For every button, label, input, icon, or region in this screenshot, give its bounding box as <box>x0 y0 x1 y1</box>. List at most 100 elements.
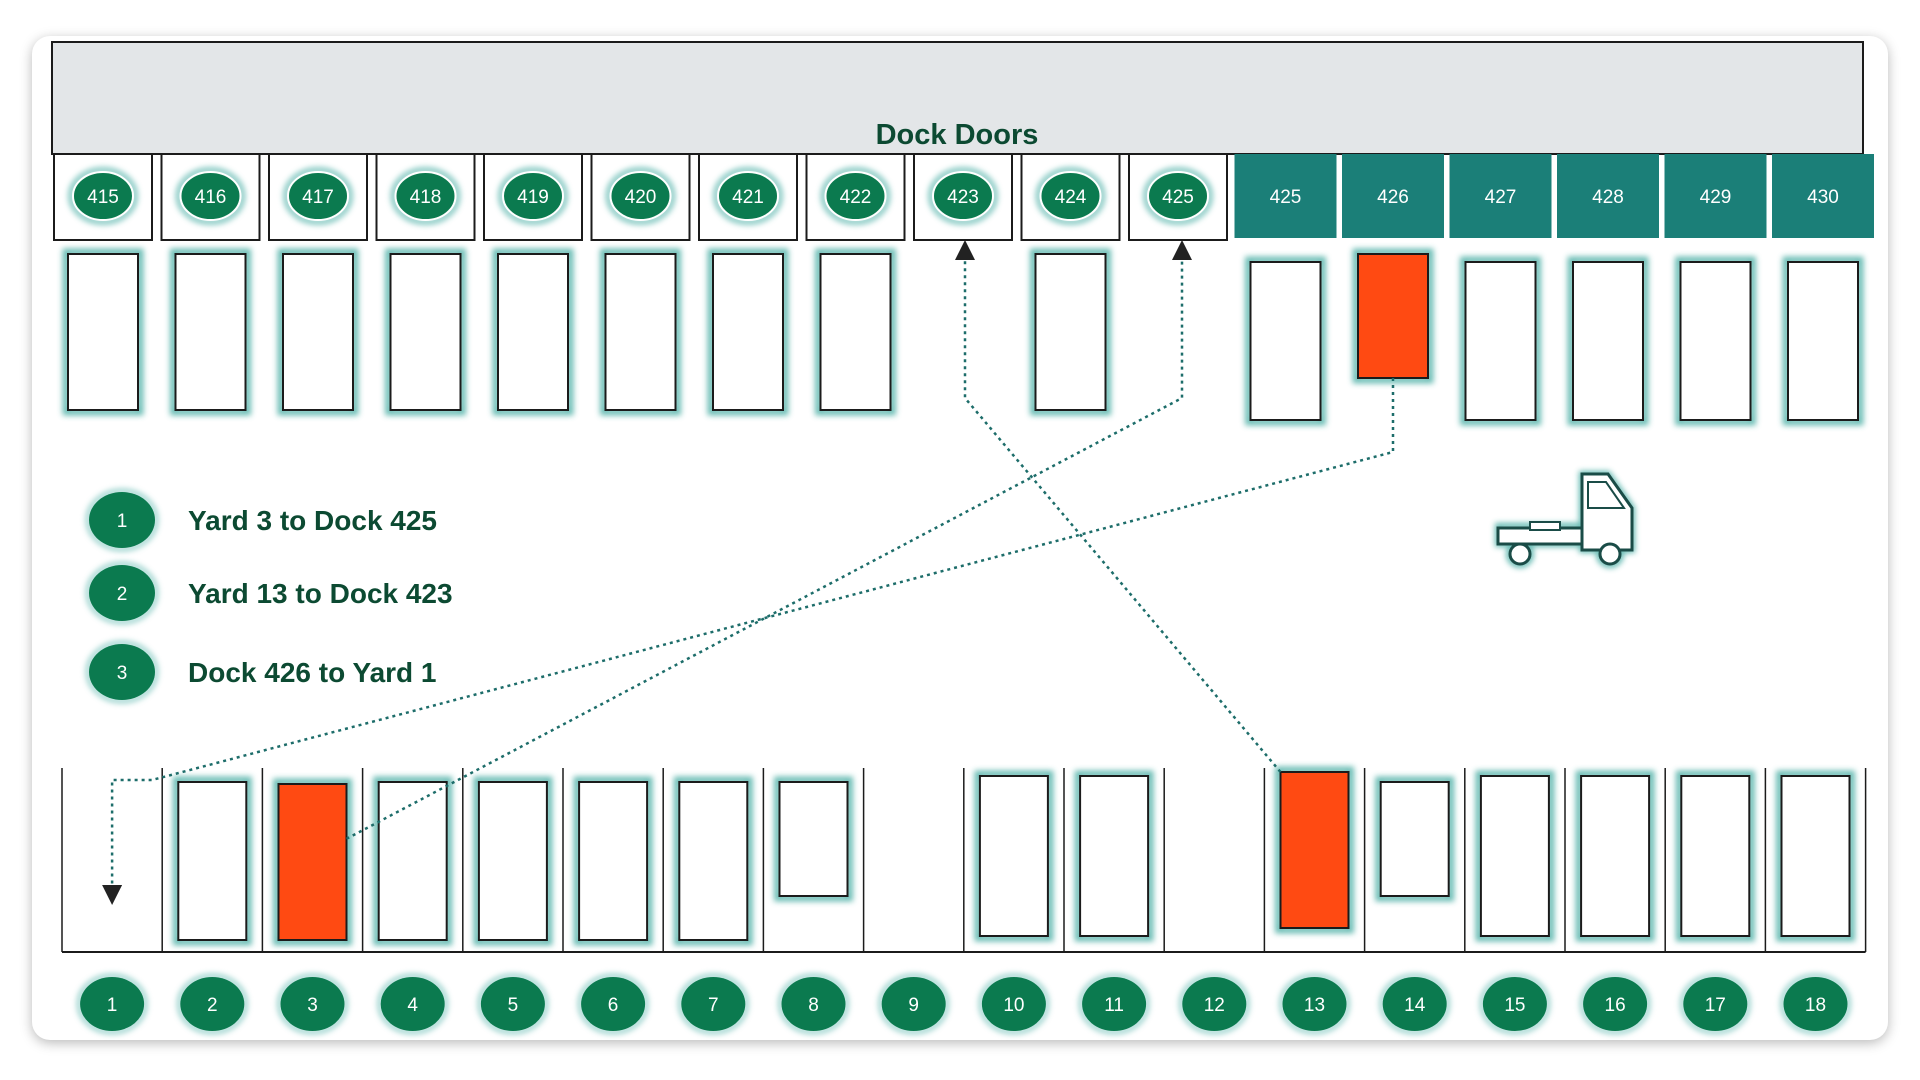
dock-door-tile <box>1772 154 1874 238</box>
loaded-trailer-yard-3 <box>273 778 352 946</box>
dock-door-label: 426 <box>1377 187 1409 208</box>
dock-door-14: 428 <box>1557 154 1659 238</box>
yard-number-badge <box>1182 977 1247 1031</box>
empty-trailer-dock-2 <box>277 248 359 416</box>
yard-number-badge <box>1382 977 1447 1031</box>
empty-trailer-dock-0 <box>62 248 144 416</box>
empty-trailer-yard-18 <box>1776 770 1855 942</box>
dock-door-10: 425 <box>1128 153 1228 241</box>
yard-number-badge <box>781 977 846 1031</box>
yard-number-badge <box>1583 977 1648 1031</box>
legend-text: Yard 3 to Dock 425 <box>188 505 437 536</box>
yard-slot-6: 6 <box>573 776 653 1035</box>
yard-slot-7: 7 <box>673 776 753 1035</box>
truck-icon <box>1495 471 1635 568</box>
empty-trailer-dock-11 <box>1245 256 1326 426</box>
legend-number-badge <box>89 565 155 621</box>
dock-door-15: 429 <box>1664 154 1767 238</box>
legend-number-badge <box>89 492 155 548</box>
yard-slot-4: 4 <box>373 776 453 1035</box>
dock-door-5: 420 <box>590 153 691 241</box>
dock-door-16: 430 <box>1772 154 1874 238</box>
yard-number-label: 14 <box>1404 995 1426 1016</box>
dock-door-badge <box>824 171 887 221</box>
legend-text: Dock 426 to Yard 1 <box>188 657 437 688</box>
dock-door-badge <box>717 171 779 221</box>
empty-trailer-yard-16 <box>1575 770 1655 942</box>
empty-trailer-dock-15 <box>1675 256 1756 426</box>
yard-number-label: 17 <box>1705 995 1726 1016</box>
legend-number: 2 <box>117 584 128 605</box>
yard-slot-13: 13 <box>1275 766 1354 1035</box>
yard-slot-10: 10 <box>974 770 1054 1035</box>
legend-number-badge <box>89 644 155 700</box>
yard-number-label: 18 <box>1805 995 1826 1016</box>
yard-slot-2: 2 <box>172 776 252 1035</box>
dock-door-badge <box>932 171 994 221</box>
dock-door-badge <box>179 171 242 221</box>
yard-number-badge <box>1683 977 1748 1031</box>
empty-trailer-yard-15 <box>1475 770 1555 942</box>
dock-door-11: 425 <box>1234 154 1337 238</box>
yard-slot-17: 17 <box>1675 770 1755 1035</box>
dock-door-label: 424 <box>1055 187 1087 208</box>
dock-door-label: 415 <box>87 187 119 208</box>
empty-trailer-yard-2 <box>172 776 252 946</box>
yard-slot-11: 11 <box>1074 770 1154 1035</box>
dock-door-tile <box>1449 154 1552 238</box>
yard-number-badge <box>581 977 646 1031</box>
yard-number-badge <box>981 977 1046 1031</box>
yard-slot-14: 14 <box>1375 776 1455 1035</box>
empty-trailer-yard-11 <box>1074 770 1154 942</box>
yard-number-label: 2 <box>207 995 218 1016</box>
dock-door-tile <box>1664 154 1767 238</box>
yard-number-label: 7 <box>708 995 719 1016</box>
dock-door-badge <box>394 171 457 221</box>
yard-number-badge <box>881 977 946 1031</box>
empty-trailer-dock-16 <box>1782 256 1864 426</box>
dock-door-4: 419 <box>483 153 583 241</box>
yard-slot-5: 5 <box>473 776 553 1035</box>
yard-number-badge <box>80 977 145 1031</box>
yard-slot-16: 16 <box>1575 770 1655 1035</box>
yard-number-label: 8 <box>808 995 819 1016</box>
empty-trailer-dock-4 <box>492 248 574 416</box>
dock-door-13: 427 <box>1449 154 1552 238</box>
dock-door-8: 423 <box>913 153 1013 241</box>
yard-number-label: 11 <box>1104 995 1124 1016</box>
yard-slot-3: 3 <box>273 778 352 1035</box>
dock-door-tile <box>1234 154 1337 238</box>
empty-trailer-yard-7 <box>673 776 753 946</box>
dock-door-0: 415 <box>53 153 153 241</box>
empty-trailer-dock-5 <box>600 248 681 416</box>
legend-number: 1 <box>117 511 128 532</box>
yard-number-badge <box>1282 977 1347 1031</box>
dock-header-band <box>51 41 1864 155</box>
dock-door-label: 417 <box>302 187 334 208</box>
yard-number-badge <box>1482 977 1547 1031</box>
yard-number-label: 15 <box>1504 995 1525 1016</box>
yard-number-badge <box>1082 977 1147 1031</box>
empty-trailer-yard-10 <box>974 770 1054 942</box>
empty-trailer-yard-14 <box>1375 776 1455 902</box>
move-path-3 <box>102 378 1395 905</box>
yard-number-label: 12 <box>1204 995 1225 1016</box>
empty-trailer-dock-3 <box>385 248 466 416</box>
empty-trailer-dock-14 <box>1567 256 1649 426</box>
yard-number-label: 9 <box>908 995 919 1016</box>
dock-door-label: 429 <box>1700 187 1732 208</box>
dock-door-tile <box>1557 154 1659 238</box>
yard-number-label: 13 <box>1304 995 1325 1016</box>
dock-door-badge <box>1039 171 1102 221</box>
dock-door-tile <box>1342 154 1444 238</box>
yard-slot-15: 15 <box>1475 770 1555 1035</box>
dock-door-2: 417 <box>268 153 368 241</box>
loaded-trailer-yard-13 <box>1275 766 1354 934</box>
empty-trailer-dock-6 <box>707 248 789 416</box>
empty-trailer-dock-9 <box>1030 248 1111 416</box>
dock-door-12: 426 <box>1342 154 1444 238</box>
yard-number-badge <box>1783 977 1848 1031</box>
